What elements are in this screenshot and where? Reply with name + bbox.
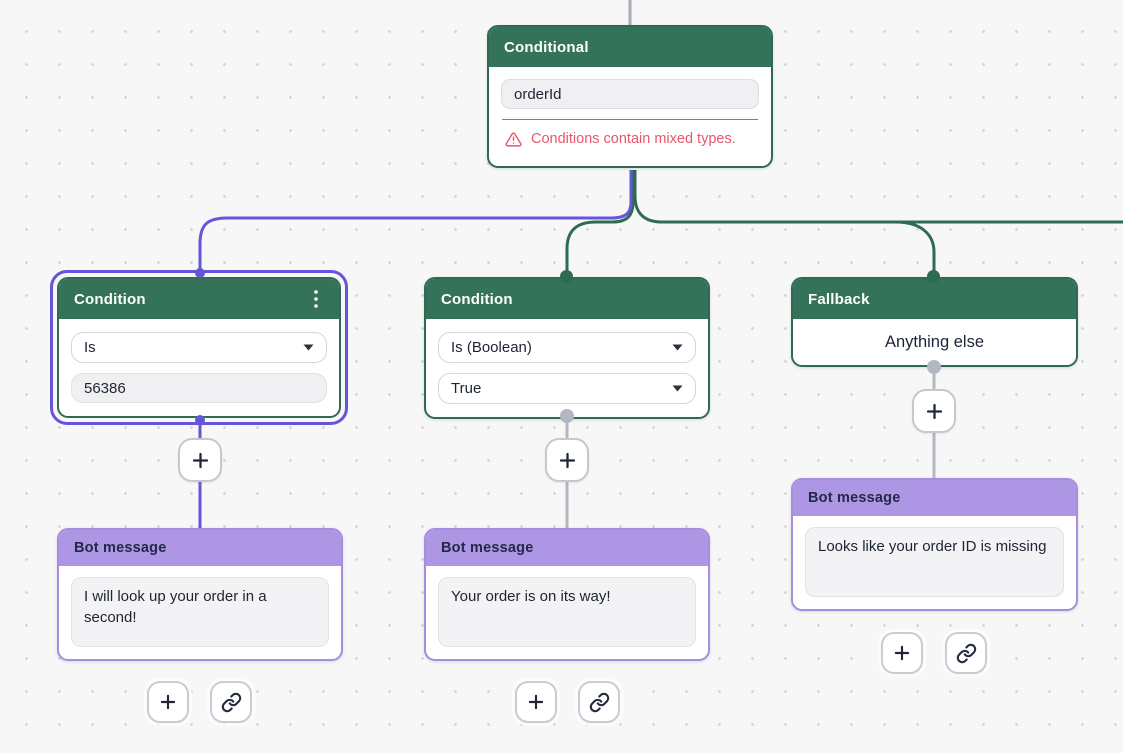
bot-message-text-input[interactable]: I will look up your order in a second! xyxy=(71,577,329,647)
node-bot-message-left[interactable]: Bot message I will look up your order in… xyxy=(57,528,343,661)
link-node-button-right-end[interactable] xyxy=(945,632,987,674)
port-fallback-bottom[interactable] xyxy=(927,360,941,374)
node-title: Conditional xyxy=(504,38,589,56)
port-condition-middle-top[interactable] xyxy=(560,270,573,283)
node-condition-middle-header[interactable]: Condition xyxy=(426,279,708,319)
node-bot-message-middle[interactable]: Bot message Your order is on its way! xyxy=(424,528,710,661)
plus-icon xyxy=(559,452,575,468)
chevron-down-icon xyxy=(672,344,683,351)
node-title: Condition xyxy=(74,290,146,308)
edge-conditional-to-condition-middle xyxy=(565,170,635,276)
node-title: Bot message xyxy=(74,540,167,556)
kebab-menu-icon[interactable] xyxy=(308,289,324,309)
fallback-label: Anything else xyxy=(884,332,985,351)
operator-dropdown[interactable]: Is (Boolean) xyxy=(438,332,696,363)
port-condition-left-top[interactable] xyxy=(195,268,205,278)
operator-dropdown[interactable]: Is xyxy=(71,332,327,363)
condition-value: 56386 xyxy=(84,379,126,397)
edge-conditional-to-offscreen-right xyxy=(633,170,1123,224)
port-condition-middle-bottom[interactable] xyxy=(560,409,574,423)
warning-text: Conditions contain mixed types. xyxy=(531,131,736,147)
plus-icon xyxy=(528,694,544,710)
add-step-button-left-branch[interactable] xyxy=(178,438,222,482)
bot-message-text: Looks like your order ID is missing xyxy=(818,538,1047,555)
plus-icon xyxy=(192,452,208,468)
node-bot-message-middle-header[interactable]: Bot message xyxy=(426,530,708,566)
edge-conditional-to-fallback xyxy=(862,220,936,276)
node-fallback-header[interactable]: Fallback xyxy=(793,279,1076,319)
node-conditional-header[interactable]: Conditional xyxy=(489,27,771,67)
bot-message-text: Your order is on its way! xyxy=(451,588,611,605)
node-title: Fallback xyxy=(808,290,870,308)
chevron-down-icon xyxy=(303,344,314,351)
node-title: Bot message xyxy=(441,540,534,556)
alert-triangle-icon xyxy=(505,132,522,147)
boolean-value: True xyxy=(451,380,482,397)
node-title: Bot message xyxy=(808,490,901,506)
link-node-button-left-end[interactable] xyxy=(210,681,252,723)
node-bot-message-left-header[interactable]: Bot message xyxy=(59,530,341,566)
operator-value: Is (Boolean) xyxy=(451,339,532,356)
bot-message-text: I will look up your order in a second! xyxy=(84,588,267,626)
link-icon xyxy=(221,692,241,712)
plus-icon xyxy=(926,403,942,419)
condition-value-input[interactable]: 56386 xyxy=(71,373,327,403)
node-condition-middle[interactable]: Condition Is (Boolean) True xyxy=(424,277,710,419)
node-conditional[interactable]: Conditional orderId Conditions contain m… xyxy=(487,25,773,168)
link-icon xyxy=(956,643,976,663)
node-bot-message-right[interactable]: Bot message Looks like your order ID is … xyxy=(791,478,1078,611)
conditional-variable-value: orderId xyxy=(514,85,562,103)
add-step-button-middle-branch[interactable] xyxy=(545,438,589,482)
add-node-button-middle-end[interactable] xyxy=(515,681,557,723)
node-condition-left[interactable]: Condition Is 56386 xyxy=(57,277,341,418)
port-fallback-top[interactable] xyxy=(927,270,940,283)
conditional-warning: Conditions contain mixed types. xyxy=(501,120,759,154)
conditional-variable-input[interactable]: orderId xyxy=(501,79,759,109)
boolean-value-dropdown[interactable]: True xyxy=(438,373,696,404)
link-icon xyxy=(589,692,609,712)
plus-icon xyxy=(894,645,910,661)
add-node-button-right-end[interactable] xyxy=(881,632,923,674)
plus-icon xyxy=(160,694,176,710)
node-condition-left-header[interactable]: Condition xyxy=(59,279,339,319)
port-condition-left-bottom[interactable] xyxy=(195,415,205,425)
operator-value: Is xyxy=(84,339,96,356)
warning-divider xyxy=(502,119,758,120)
add-step-button-fallback-branch[interactable] xyxy=(912,389,956,433)
edge-conditional-to-condition-left xyxy=(198,170,633,273)
selection-ring: Condition Is 56386 xyxy=(50,270,348,425)
bot-message-text-input[interactable]: Your order is on its way! xyxy=(438,577,696,647)
node-title: Condition xyxy=(441,290,513,308)
node-fallback[interactable]: Fallback Anything else xyxy=(791,277,1078,367)
link-node-button-middle-end[interactable] xyxy=(578,681,620,723)
bot-message-text-input[interactable]: Looks like your order ID is missing xyxy=(805,527,1064,597)
add-node-button-left-end[interactable] xyxy=(147,681,189,723)
chevron-down-icon xyxy=(672,385,683,392)
node-bot-message-right-header[interactable]: Bot message xyxy=(793,480,1076,516)
